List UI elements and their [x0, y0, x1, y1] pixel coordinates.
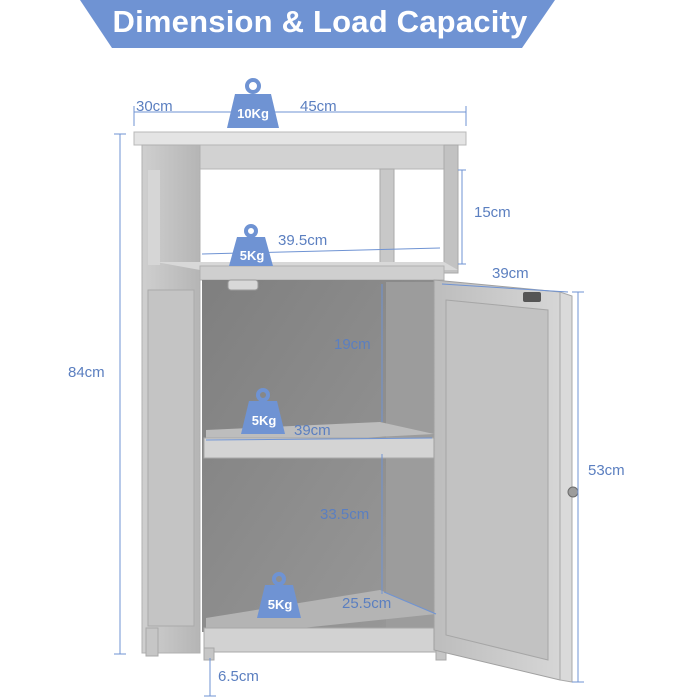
door-knob-icon — [567, 486, 579, 498]
open-shelf-width-label: 39.5cm — [278, 232, 328, 249]
weight-icon — [229, 224, 273, 266]
leg-height-label: 6.5cm — [218, 668, 259, 685]
middle-shelf-weight-label: 5Kg — [251, 413, 277, 428]
door-latch-icon — [523, 292, 541, 302]
lower-compartment-height-label: 33.5cm — [320, 506, 370, 523]
middle-shelf-width-label: 39cm — [294, 422, 331, 439]
weight-icon — [227, 78, 279, 128]
bottom-shelf-weight-label: 5Kg — [267, 597, 293, 612]
open-shelf-height-label: 15cm — [474, 204, 511, 221]
door-width-label: 39cm — [492, 265, 529, 282]
open-shelf-weight-label: 5Kg — [239, 248, 265, 263]
total-height-label: 84cm — [68, 364, 105, 381]
weight-icon — [257, 572, 301, 618]
left-side-panel — [141, 144, 201, 654]
header-banner — [80, 0, 555, 48]
open-shelf — [156, 262, 458, 281]
front-right-post — [443, 144, 459, 274]
front-left-leg — [145, 627, 159, 657]
open-shelf-post — [379, 168, 395, 270]
page-title: Dimension & Load Capacity — [112, 4, 528, 39]
cabinet-door — [433, 279, 573, 683]
top-apron — [199, 144, 459, 170]
bottom-shelf — [203, 590, 437, 653]
upper-compartment-height-label: 19cm — [334, 336, 371, 353]
door-height-label: 53cm — [588, 462, 625, 479]
width-label: 45cm — [300, 98, 337, 115]
shelf-bracket — [227, 279, 259, 291]
bottom-shelf-depth-label: 25.5cm — [342, 595, 392, 612]
weight-icon — [241, 388, 285, 434]
depth-label: 30cm — [136, 98, 173, 115]
back-left-leg — [203, 647, 215, 661]
top-weight-label: 10Kg — [237, 106, 269, 121]
